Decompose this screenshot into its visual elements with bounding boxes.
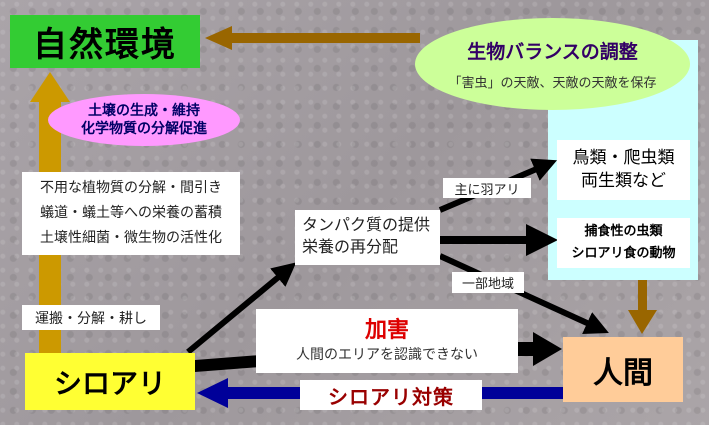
region-label: 一部地域 xyxy=(461,277,514,292)
soil-ellipse: 土壌の生成・維持 化学物質の分解促進 xyxy=(48,94,240,146)
predators-box: 捕食性の虫類 シロアリ食の動物 xyxy=(557,218,690,268)
predators-line2: シロアリ食の動物 xyxy=(571,246,676,261)
birds-box: 鳥類・爬虫類 両生類など xyxy=(557,140,690,200)
termite-box: シロアリ xyxy=(25,353,195,410)
countermeasure-box: シロアリ対策 xyxy=(300,380,482,410)
nature-label: 自然環境 xyxy=(33,25,177,65)
effects-box: 不用な植物質の分解・間引き 蟻道・蟻土等への栄養の蓄積 土壌性細菌・微生物の活性… xyxy=(22,172,240,255)
winged-label-box: 主に羽アリ xyxy=(443,178,531,198)
effects-line: 蟻道・蟻土等への栄養の蓄積 xyxy=(40,205,222,221)
predators-line1: 捕食性の虫類 xyxy=(584,224,663,239)
damage-title: 加害 xyxy=(364,318,409,343)
protein-box: タンパク質の提供 栄養の再分配 xyxy=(295,210,440,265)
birds-line1: 鳥類・爬虫類 xyxy=(572,148,675,168)
protein-line1: タンパク質の提供 xyxy=(302,215,431,234)
countermeasure-label: シロアリ対策 xyxy=(328,384,454,409)
arrow-termite-to-human xyxy=(195,332,562,372)
effects-line: 不用な植物質の分解・間引き xyxy=(40,180,222,196)
balance-subtitle: 「害虫」の天敵、天敵の天敵を保存 xyxy=(448,76,657,91)
balance-title: 生物バランスの調整 xyxy=(467,41,638,63)
nature-box: 自然環境 xyxy=(10,15,200,68)
arrow-balance-to-nature xyxy=(205,26,420,50)
soil-line2: 化学物質の分解促進 xyxy=(81,121,207,137)
soil-line1: 土壌の生成・維持 xyxy=(88,103,200,119)
damage-box: 加害 人間のエリアを認識できない xyxy=(256,309,518,373)
human-box: 人間 xyxy=(563,337,683,402)
protein-line2: 栄養の再分配 xyxy=(302,237,399,256)
region-label-box: 一部地域 xyxy=(452,272,524,293)
effects-line: 土壌性細菌・微生物の活性化 xyxy=(40,230,222,246)
balance-ellipse: 生物バランスの調整 「害虫」の天敵、天敵の天敵を保存 xyxy=(415,18,690,110)
termite-label: シロアリ xyxy=(53,366,166,400)
arrow-panel-to-human xyxy=(628,280,657,334)
birds-line2: 両生類など xyxy=(581,171,666,191)
transport-box: 運搬・分解・耕し xyxy=(22,305,160,330)
damage-subtitle: 人間のエリアを認識できない xyxy=(296,347,478,363)
arrow-termite-to-protein xyxy=(186,262,297,355)
human-label: 人間 xyxy=(593,355,653,391)
winged-label: 主に羽アリ xyxy=(454,182,520,198)
transport-label: 運搬・分解・耕し xyxy=(35,310,147,327)
